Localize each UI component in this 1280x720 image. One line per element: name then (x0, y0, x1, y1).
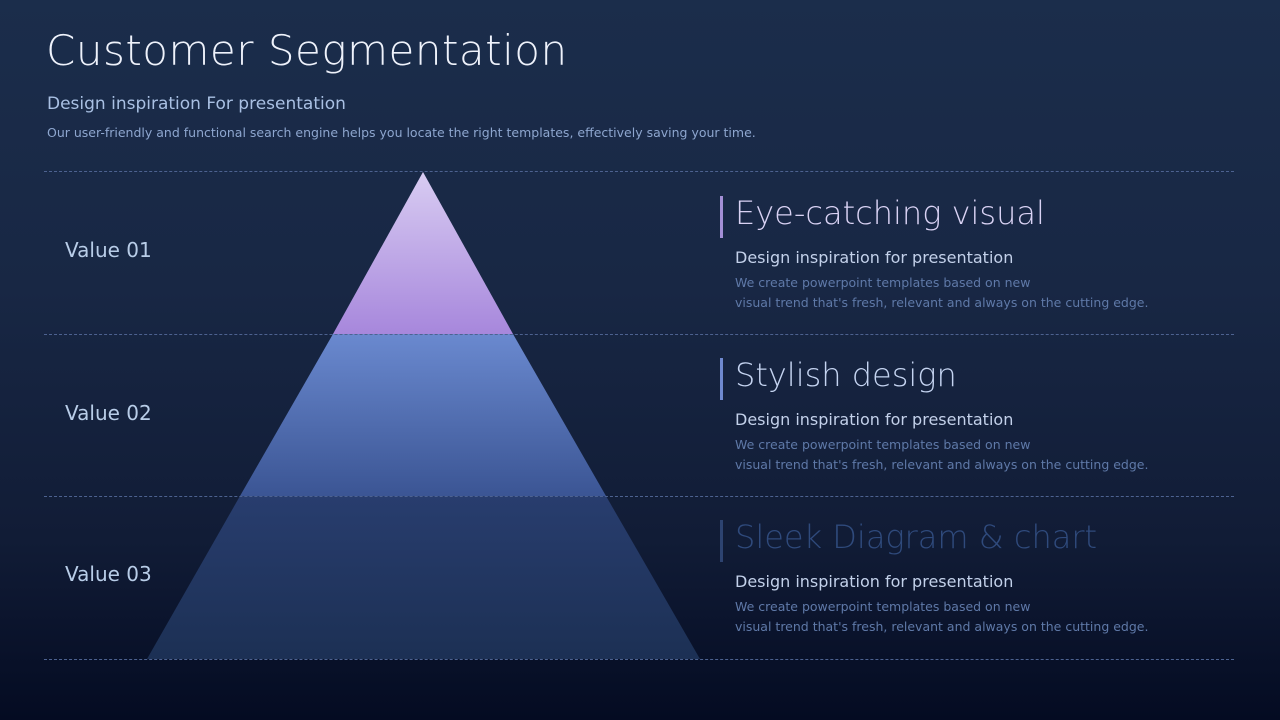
page-title: Customer Segmentation (46, 26, 568, 75)
divider-line (44, 659, 1234, 660)
segment-subtitle: Design inspiration for presentation (735, 248, 1014, 267)
accent-bar (720, 196, 723, 238)
value-label-3: Value 03 (65, 562, 152, 586)
page-subtitle: Design inspiration For presentation (47, 94, 346, 114)
segment-title: Eye-catching visual (735, 194, 1045, 232)
accent-bar (720, 520, 723, 562)
segment-body: visual trend that's fresh, relevant and … (735, 295, 1149, 310)
segment-subtitle: Design inspiration for presentation (735, 410, 1014, 429)
segment-body: We create powerpoint templates based on … (735, 599, 1031, 614)
page-description: Our user-friendly and functional search … (47, 125, 756, 140)
segment-title: Stylish design (735, 356, 957, 394)
segment-title: Sleek Diagram & chart (735, 518, 1098, 556)
segment-body: We create powerpoint templates based on … (735, 437, 1031, 452)
segment-body: visual trend that's fresh, relevant and … (735, 457, 1149, 472)
value-label-1: Value 01 (65, 238, 152, 262)
pyramid-tier-3 (147, 496, 700, 659)
divider-line (44, 171, 1234, 172)
pyramid-tier-2 (240, 334, 606, 496)
segment-subtitle: Design inspiration for presentation (735, 572, 1014, 591)
divider-line (44, 496, 1234, 497)
accent-bar (720, 358, 723, 400)
divider-line (44, 334, 1234, 335)
value-label-2: Value 02 (65, 401, 152, 425)
pyramid-tier-1 (333, 172, 513, 334)
segment-body: We create powerpoint templates based on … (735, 275, 1031, 290)
segment-body: visual trend that's fresh, relevant and … (735, 619, 1149, 634)
